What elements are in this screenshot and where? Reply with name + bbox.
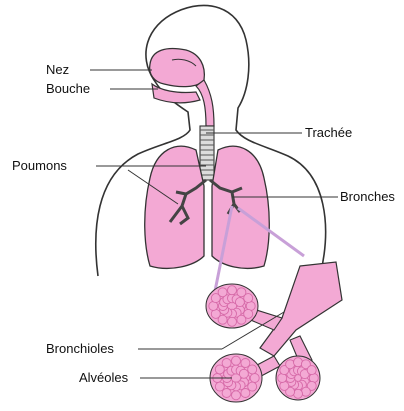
label-alveoli: Alvéoles xyxy=(79,371,128,385)
pharynx xyxy=(196,80,214,126)
right-lung xyxy=(212,146,269,268)
alveolus xyxy=(232,391,241,400)
label-bronchioles: Bronchioles xyxy=(46,342,114,356)
alveolus xyxy=(222,359,231,368)
alveolus xyxy=(228,317,237,326)
label-bronchi: Bronches xyxy=(340,190,395,204)
trachea-tube xyxy=(200,126,214,180)
nasal-cavity xyxy=(150,49,205,87)
alveolus xyxy=(228,286,237,295)
label-nose: Nez xyxy=(46,63,69,77)
alveolus xyxy=(241,389,250,398)
alveolus xyxy=(239,369,248,378)
alveolus xyxy=(250,374,259,383)
alveolus xyxy=(237,315,246,324)
alveolus xyxy=(244,294,253,303)
label-lungs: Poumons xyxy=(12,159,67,173)
alveolus xyxy=(215,382,224,391)
alveolus xyxy=(235,298,244,307)
label-mouth: Bouche xyxy=(46,82,90,96)
left-lung xyxy=(145,146,204,268)
alveolus xyxy=(307,366,316,375)
alveolus xyxy=(248,365,257,374)
label-trachea: Trachée xyxy=(305,126,352,140)
alveolus xyxy=(218,288,227,297)
alveolus xyxy=(232,356,241,365)
